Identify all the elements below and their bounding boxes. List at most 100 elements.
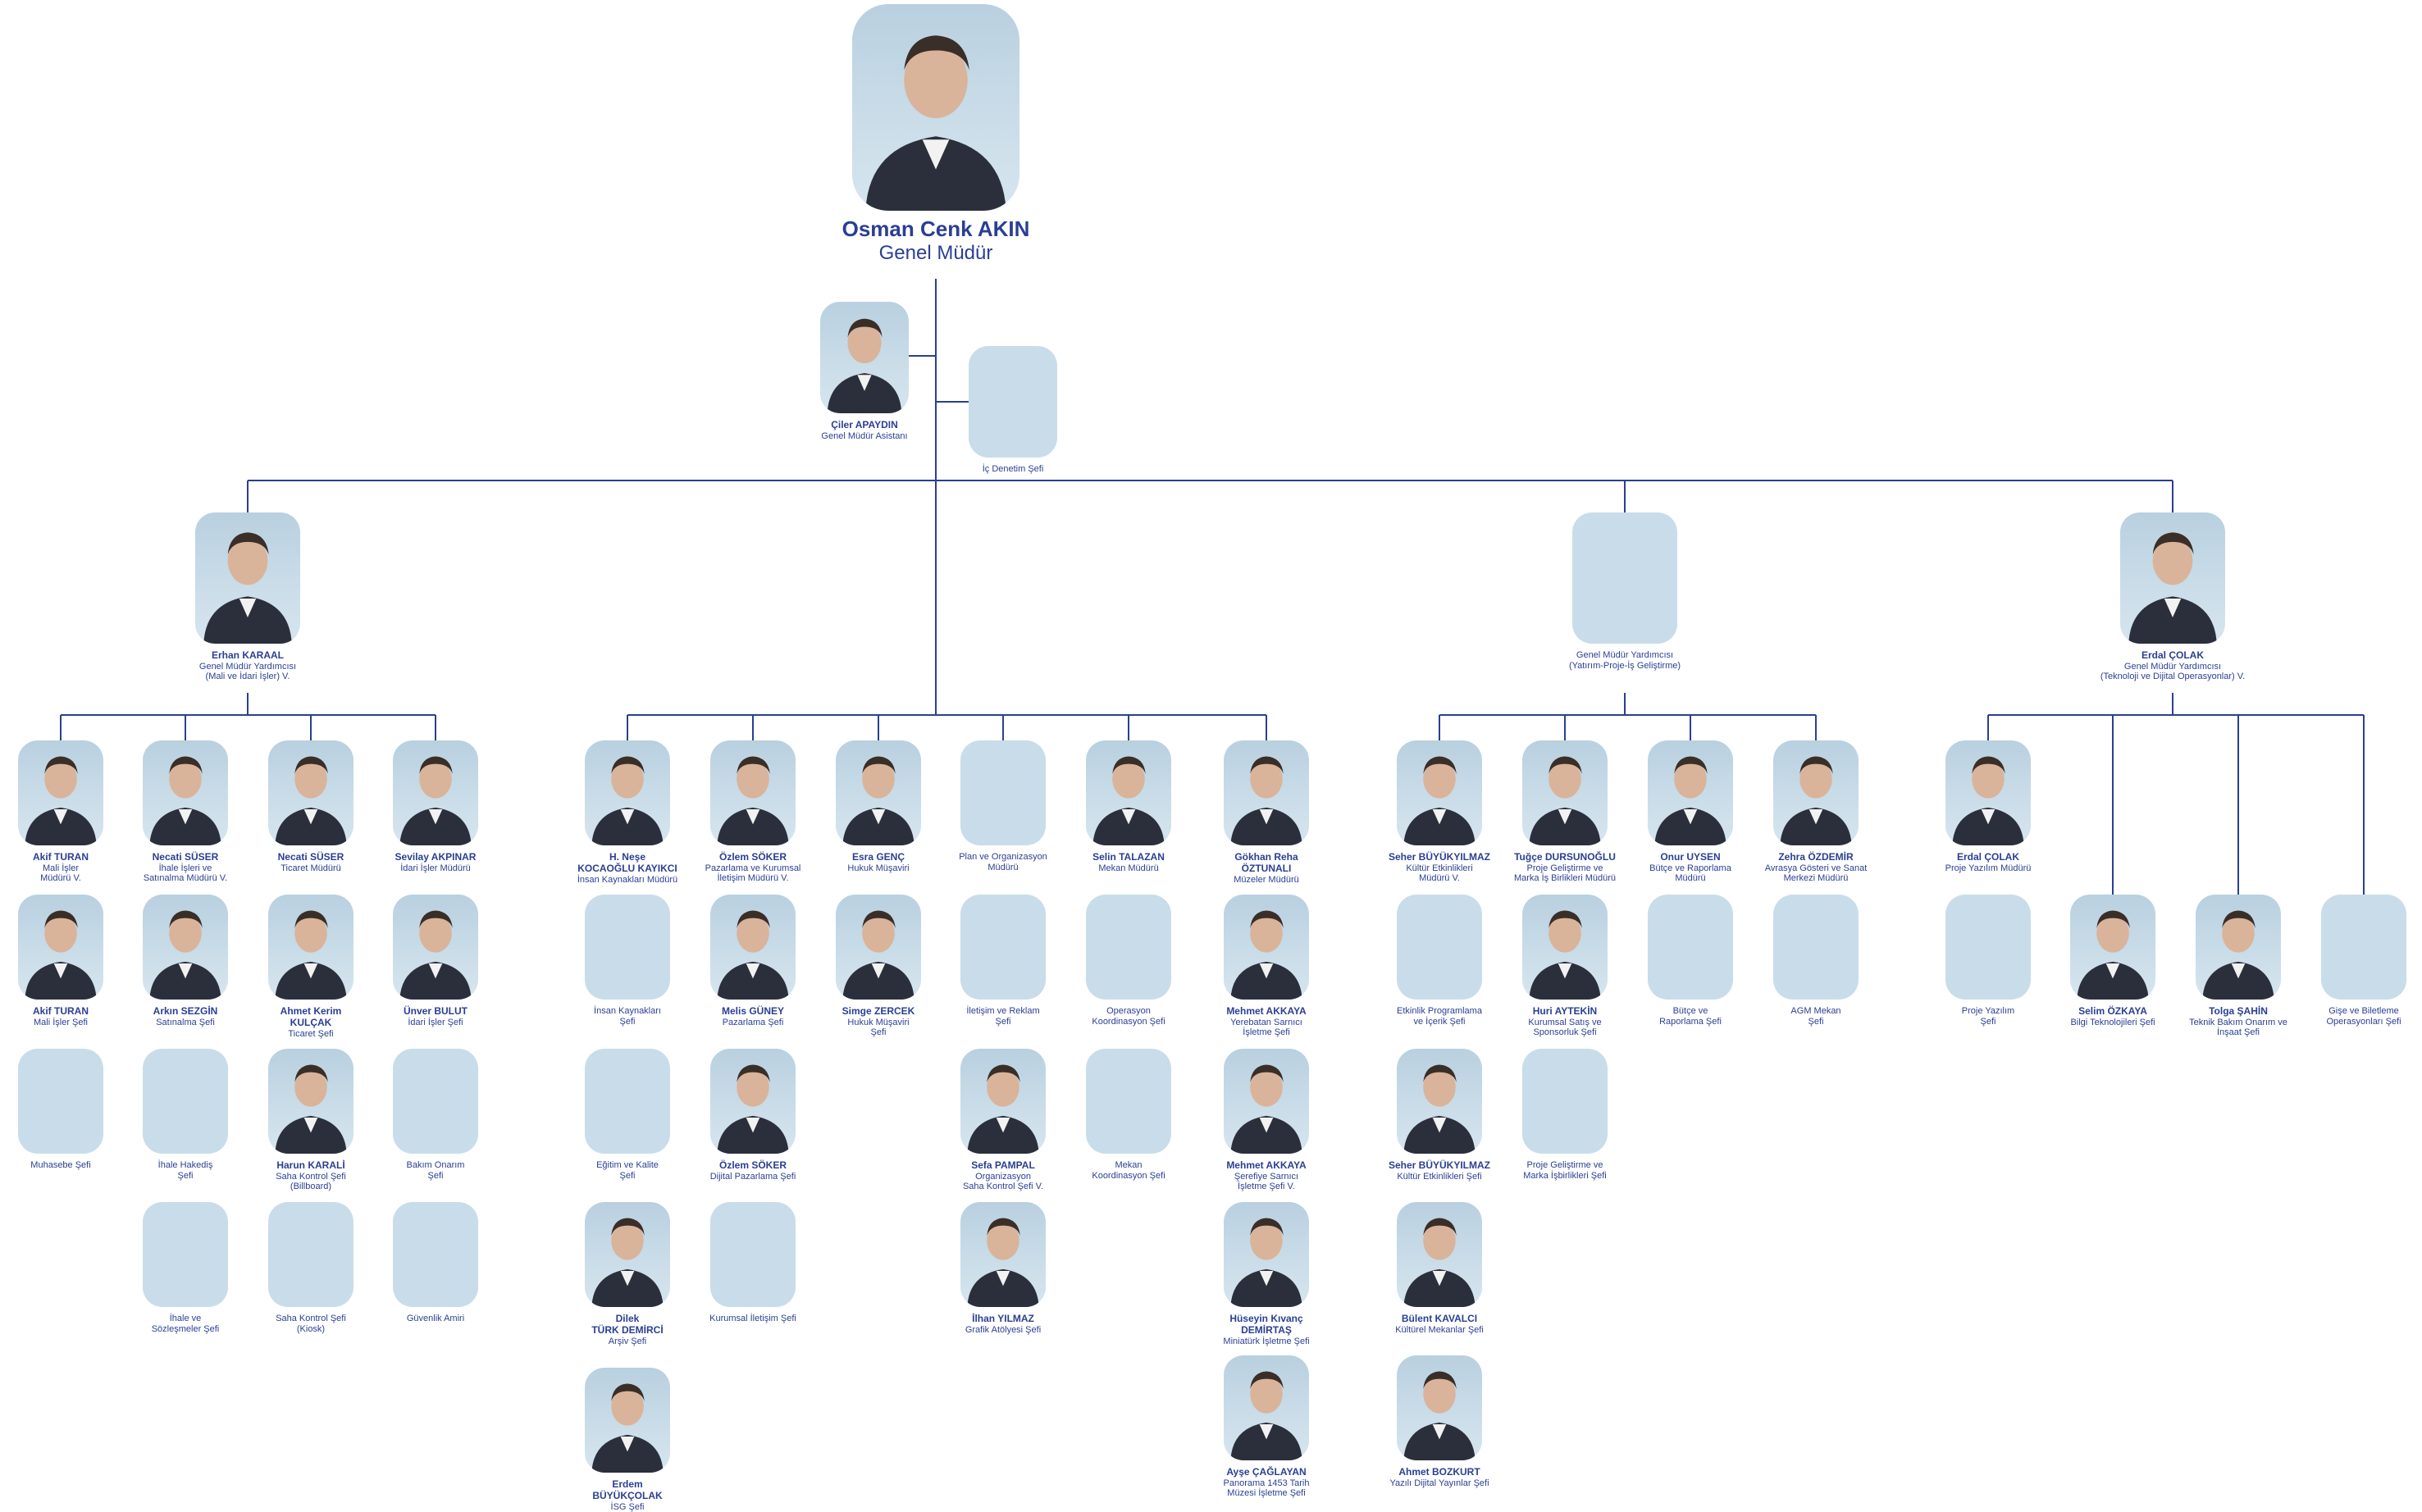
job-title: Pazarlama ve Kurumsal İletişim Müdürü V. — [705, 863, 801, 884]
job-title: Satınalma Şefi — [156, 1017, 215, 1027]
person-photo-icon — [1230, 1371, 1302, 1460]
person-photo — [143, 740, 228, 845]
person-photo-icon — [717, 756, 789, 845]
vacant-photo-placeholder — [1648, 895, 1733, 1000]
job-title: İhale İşleri ve Satınalma Müdürü V. — [143, 863, 228, 884]
person-photo — [1224, 1355, 1309, 1460]
job-title: Genel Müdür — [878, 241, 993, 264]
person-photo — [393, 895, 478, 1000]
person-name: Erhan KARAAL — [211, 649, 284, 661]
job-title: Kurumsal Satış ve Sponsorluk Şefi — [1528, 1017, 1602, 1038]
job-title: Mekan Koordinasyon Şefi — [1092, 1160, 1165, 1181]
person-photo-icon — [399, 910, 472, 1000]
person-name: Selin TALAZAN — [1092, 851, 1165, 863]
person-photo — [1522, 895, 1608, 1000]
job-title: AGM Mekan Şefi — [1790, 1006, 1841, 1027]
job-title: Dijital Pazarlama Şefi — [709, 1171, 796, 1182]
person-photo — [2120, 512, 2225, 644]
job-title: İç Denetim Şefi — [982, 464, 1044, 474]
person-photo — [268, 1049, 353, 1154]
job-title: Mekan Müdürü — [1098, 863, 1159, 873]
person-photo — [143, 895, 228, 1000]
job-title: Hukuk Müşaviri Şefi — [847, 1017, 910, 1038]
person-name: Sevilay AKPINAR — [395, 851, 477, 863]
person-name: İlhan YILMAZ — [972, 1313, 1034, 1324]
person-photo-icon — [591, 1383, 664, 1473]
vacant-photo-placeholder — [1572, 512, 1677, 644]
person-photo — [836, 895, 921, 1000]
org-node-l3: Proje Geliştirme ve Marka İşbirlikleri Ş… — [1483, 1049, 1647, 1181]
person-name: Necati SÜSER — [277, 851, 344, 863]
person-photo — [18, 895, 103, 1000]
job-title: İhale ve Sözleşmeler Şefi — [151, 1314, 220, 1334]
org-node-f4: Kurumsal İletişim Şefi — [671, 1202, 835, 1324]
person-photo-icon — [149, 910, 221, 1000]
org-node-e2: İnsan Kaynakları Şefi — [545, 895, 709, 1027]
person-photo-icon — [1529, 756, 1601, 845]
job-title: İdari İşler Müdürü — [400, 863, 471, 873]
person-name: Onur UYSEN — [1660, 851, 1721, 863]
job-title: Kurumsal İletişim Şefi — [709, 1314, 796, 1323]
job-title: Genel Müdür Asistanı — [821, 430, 908, 441]
job-title: Plan ve Organizasyon Müdürü — [959, 852, 1047, 872]
org-node-a3: Muhasebe Şefi — [0, 1049, 143, 1171]
person-photo-icon — [827, 318, 902, 413]
person-photo-icon — [865, 35, 1006, 211]
vacant-photo-placeholder — [969, 346, 1057, 458]
person-photo-icon — [1780, 756, 1852, 845]
person-name: Tuğçe DURSUNOĞLU — [1514, 851, 1616, 863]
person-photo-icon — [1403, 1218, 1476, 1307]
job-title: Saha Kontrol Şefi (Kiosk) — [276, 1314, 346, 1334]
vacant-photo-placeholder — [1773, 895, 1859, 1000]
person-name: Mehmet AKKAYA — [1226, 1159, 1307, 1171]
person-photo — [1397, 1049, 1482, 1154]
job-title: Pazarlama Şefi — [722, 1017, 784, 1027]
job-title: İnsan Kaynakları Müdürü — [577, 874, 678, 885]
org-node-c4: Saha Kontrol Şefi (Kiosk) — [229, 1202, 393, 1334]
vacant-photo-placeholder — [585, 1049, 670, 1154]
person-photo-icon — [1230, 756, 1302, 845]
org-node-b3: İhale Hakediş Şefi — [103, 1049, 267, 1181]
person-name: Erdal ÇOLAK — [2141, 649, 2204, 661]
job-title: Gişe ve Biletleme Operasyonları Şefi — [2326, 1006, 2401, 1027]
person-photo-icon — [2077, 910, 2149, 1000]
vacant-photo-placeholder — [393, 1049, 478, 1154]
job-title: Müzeler Müdürü — [1234, 874, 1299, 885]
person-photo — [268, 895, 353, 1000]
person-photo — [710, 1049, 796, 1154]
person-name: Çiler APAYDIN — [831, 419, 898, 430]
person-photo-icon — [149, 756, 221, 845]
person-photo-icon — [275, 756, 347, 845]
person-photo-icon — [25, 910, 97, 1000]
person-photo — [2196, 895, 2281, 1000]
person-photo-icon — [25, 756, 97, 845]
person-name: Sefa PAMPAL — [971, 1159, 1035, 1171]
person-name: Gökhan Reha ÖZTUNALI — [1234, 851, 1298, 874]
job-title: Avrasya Gösteri ve Sanat Merkezi Müdürü — [1764, 863, 1868, 884]
vacant-photo-placeholder — [960, 895, 1046, 1000]
person-photo-icon — [2128, 532, 2217, 644]
person-photo-icon — [203, 532, 292, 644]
person-name: Mehmet AKKAYA — [1226, 1005, 1307, 1017]
job-title: Hukuk Müşaviri — [847, 863, 910, 873]
person-photo-icon — [1654, 756, 1726, 845]
vacant-photo-placeholder — [143, 1049, 228, 1154]
